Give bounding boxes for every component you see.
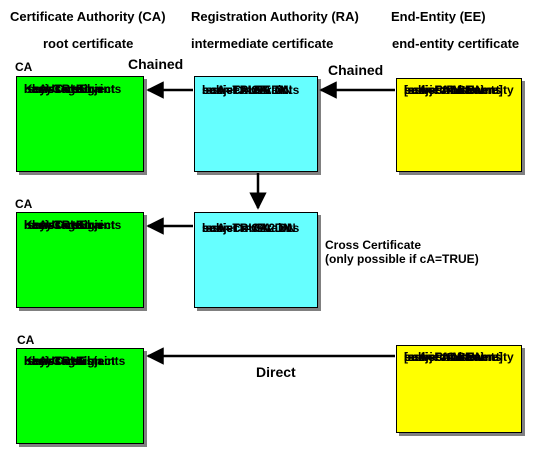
box-line: issuer=CA DN (404, 350, 484, 364)
box-line: issuer = subject (24, 82, 116, 96)
chained-label-2: Chained (328, 62, 384, 78)
box-line: keyCertSign (32, 218, 103, 232)
box-line: cA=FALSE (412, 350, 474, 364)
box-line: [subjectAltName] (404, 350, 503, 364)
box-line: basicConstraints (202, 83, 300, 97)
box-line: basicConstraints (202, 221, 300, 235)
box-line: cA=TRUE (32, 354, 88, 368)
ra-column-subtitle: intermediate certificate (191, 36, 334, 51)
box-line: issuer = subject (24, 354, 116, 368)
box-line: cA=TRUE (210, 83, 266, 97)
box-line: cA=FALSE (412, 83, 474, 97)
box-line: cA=TRUE (32, 218, 88, 232)
box-line: issuer = subject (24, 218, 116, 232)
ca-label-3: CA (17, 333, 35, 347)
box-line: subject=user entity (404, 350, 514, 364)
ee-column-title: End-Entity (EE) (391, 9, 486, 24)
box-line: KeyUsage (24, 82, 83, 96)
cross-certificate-note: (only possible if cA=TRUE) (325, 252, 479, 266)
box-line: keyCertSign (32, 82, 103, 96)
box-line: cA=TRUE (32, 82, 88, 96)
box-line: basicConstraints (404, 83, 502, 97)
box-line: KeyUsage (24, 218, 83, 232)
box-line: issuer = CA DN (202, 83, 289, 97)
box-line: KeyUsage (24, 354, 83, 368)
chained-label-1: Chained (128, 56, 184, 72)
box-line: cA=FALSE or (210, 83, 287, 97)
ca-column-subtitle: root certificate (43, 36, 134, 51)
box-line: basicConstraints (24, 82, 122, 96)
box-line: cA=TRUE (210, 221, 266, 235)
ra-column-title: Registration Authority (RA) (191, 9, 359, 24)
box-line: basicConstraints (404, 350, 502, 364)
box-line: basicContrstaints (24, 354, 126, 368)
direct-label: Direct (256, 364, 296, 380)
ca-label-1: CA (15, 60, 33, 74)
box-line: issuer=RA DN (404, 83, 484, 97)
cross-certificate-label: Cross Certificate (325, 238, 422, 252)
ca-column-title: Certificate Authority (CA) (10, 9, 166, 24)
ee-column-subtitle: end-entity certificate (392, 36, 520, 51)
box-line: [subjectAltName] (404, 83, 503, 97)
box-line: subject= RA DN (202, 83, 292, 97)
box-line: issuer = CA2 DN (202, 221, 296, 235)
box-line: keyCertSign (32, 354, 103, 368)
ca-label-2: CA (15, 197, 33, 211)
box-line: basicConstraints (24, 218, 122, 232)
box-line: subject=user entity (404, 83, 514, 97)
box-line: subject= CA DN (202, 221, 292, 235)
